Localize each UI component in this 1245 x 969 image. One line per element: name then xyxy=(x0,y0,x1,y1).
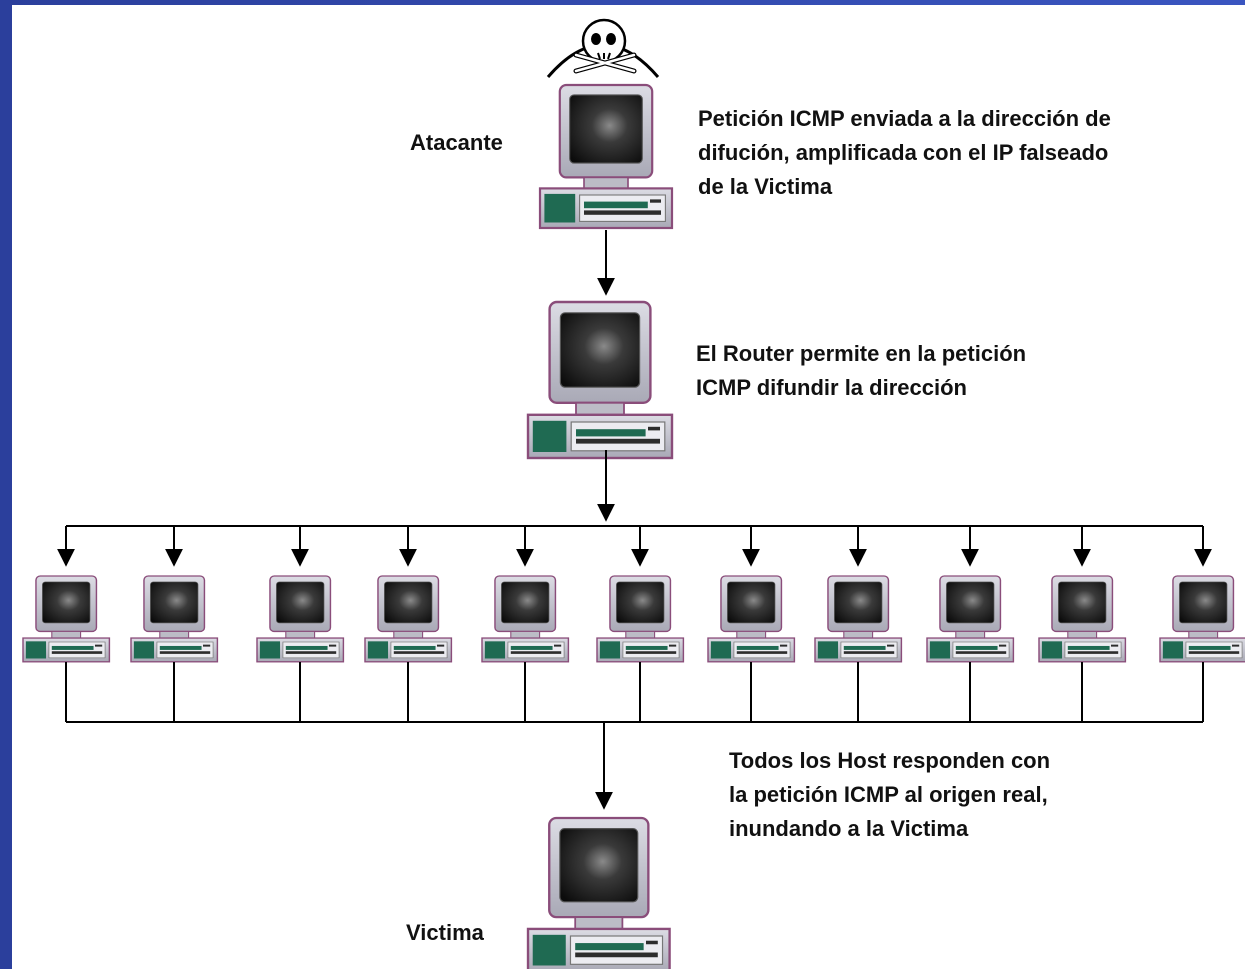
host-computers xyxy=(22,575,1245,663)
host-computer-icon xyxy=(130,575,219,663)
victim-label: Victima xyxy=(406,920,484,945)
attacker-label: Atacante xyxy=(410,130,503,155)
attacker-caption-line: de la Victima xyxy=(698,174,833,199)
response-riser-lines xyxy=(65,662,1204,722)
attacker-caption: Petición ICMP enviada a la dirección de … xyxy=(698,102,1111,204)
router-caption-line: El Router permite en la petición xyxy=(696,341,1027,366)
host-computer-icon xyxy=(596,575,685,663)
host-computer-icon xyxy=(364,575,453,663)
router-caption-line: ICMP difundir la dirección xyxy=(696,375,967,400)
hosts-caption-line: Todos los Host responden con xyxy=(729,748,1051,773)
attacker-caption-line: Petición ICMP enviada a la dirección de xyxy=(698,106,1111,131)
hosts-caption: Todos los Host responden con la petición… xyxy=(729,744,1050,846)
host-computer-icon xyxy=(1159,575,1245,663)
broadcast-drop-arrows xyxy=(57,526,1212,567)
hosts-caption-line: la petición ICMP al origen real, xyxy=(729,782,1048,807)
hosts-caption-line: inundando a la Victima xyxy=(729,816,969,841)
host-computer-icon xyxy=(926,575,1015,663)
router-caption: El Router permite en la petición ICMP di… xyxy=(696,337,1026,405)
host-computer-icon xyxy=(22,575,111,663)
host-computer-icon xyxy=(707,575,796,663)
host-computer-icon xyxy=(814,575,903,663)
host-computer-icon xyxy=(256,575,345,663)
victim-computer-icon xyxy=(526,816,671,969)
host-computer-icon xyxy=(1038,575,1127,663)
host-computer-icon xyxy=(481,575,570,663)
skull-crossbones-icon xyxy=(546,18,660,78)
attacker-caption-line: difución, amplificada con el IP falseado xyxy=(698,140,1109,165)
router-computer-icon xyxy=(526,300,674,460)
attacker-computer-icon xyxy=(538,83,674,230)
